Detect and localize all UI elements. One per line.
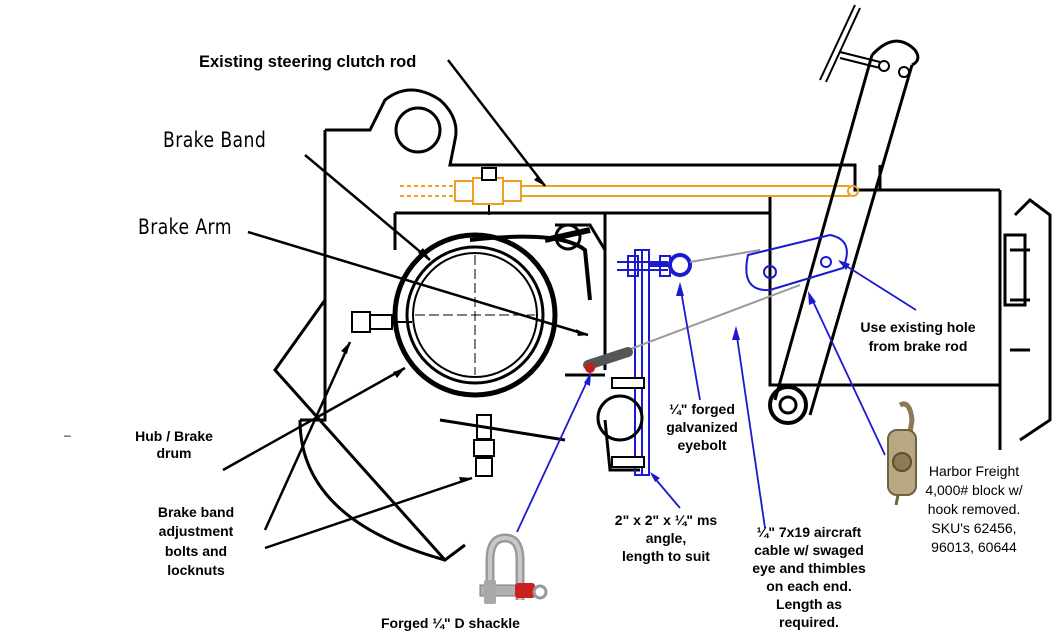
aircraft-cable <box>627 249 801 351</box>
leader-arrowheads-black <box>341 176 588 483</box>
angle-mount-bolts <box>596 377 645 468</box>
shackle-label: Forged ¼" D shackle <box>381 615 520 631</box>
brake-arm-link <box>544 227 591 243</box>
leader-lines-black <box>222 59 589 550</box>
band-lower-strap <box>439 418 566 442</box>
brake-arm-label: Brake Arm <box>138 215 232 239</box>
brake-band-label: Brake Band <box>163 128 267 152</box>
adjustment-bolt-left <box>351 311 412 333</box>
drum-centerline <box>415 255 535 375</box>
leader-arrowheads-blue <box>584 260 850 482</box>
steering-lever <box>768 39 920 425</box>
lever-handle <box>819 4 881 83</box>
pulley-bracket <box>745 233 848 292</box>
rod-clamp-stud <box>481 167 497 215</box>
leader-lines-blue <box>516 261 917 533</box>
lower-drum-arc <box>298 419 446 562</box>
eyebolt-icon <box>650 253 692 277</box>
right-frame <box>998 190 1052 450</box>
steering-rod-label: Existing steering clutch rod <box>199 53 417 71</box>
d-shackle-icon <box>479 533 548 604</box>
brake-drum <box>392 223 607 398</box>
mounting-lug-hole <box>394 106 442 154</box>
arm-shackle <box>583 347 633 373</box>
angle-iron <box>617 249 671 476</box>
steering-clutch-rod <box>400 177 859 205</box>
lever-bolt-1 <box>878 60 890 72</box>
lever-bolt-2 <box>898 66 910 78</box>
adjustment-bolt-bottom <box>473 414 495 477</box>
stray-dash: – <box>64 428 71 442</box>
pulley-block-icon <box>887 401 917 506</box>
housing-outline <box>273 88 1000 563</box>
